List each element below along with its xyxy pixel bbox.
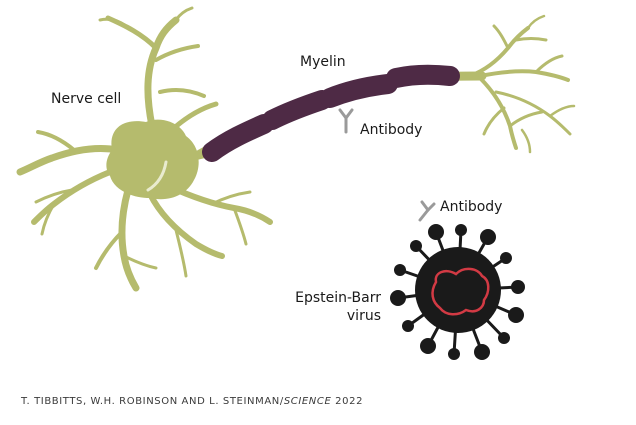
label-virus-line1: Epstein-Barr bbox=[295, 290, 381, 306]
label-myelin: Myelin bbox=[300, 54, 346, 70]
credit-journal: SCIENCE bbox=[283, 396, 332, 407]
myelin-segment-3 bbox=[320, 74, 398, 108]
axon-terminals bbox=[468, 14, 576, 154]
myelin-segment-4 bbox=[386, 64, 460, 88]
label-nerve-cell: Nerve cell bbox=[51, 91, 121, 107]
neuron-nucleus-highlight bbox=[146, 160, 168, 192]
myelin-segment-2 bbox=[262, 90, 332, 130]
antibody-virus-icon bbox=[418, 200, 436, 222]
label-antibody-virus: Antibody bbox=[440, 199, 502, 215]
label-virus-line2: virus bbox=[347, 308, 381, 324]
virus-genome bbox=[431, 267, 490, 316]
label-antibody-axon: Antibody bbox=[360, 122, 422, 138]
credit-year: 2022 bbox=[331, 396, 364, 407]
myelin-sheath bbox=[202, 64, 460, 162]
virus-icon bbox=[390, 224, 525, 360]
image-credit: T. TIBBITTS, W.H. ROBINSON AND L. STEINM… bbox=[21, 396, 363, 407]
credit-authors: T. TIBBITTS, W.H. ROBINSON AND L. STEINM… bbox=[21, 396, 284, 407]
myelin-segment-1 bbox=[202, 114, 274, 162]
antibody-icon bbox=[338, 108, 354, 134]
neuron-soma bbox=[106, 119, 199, 200]
